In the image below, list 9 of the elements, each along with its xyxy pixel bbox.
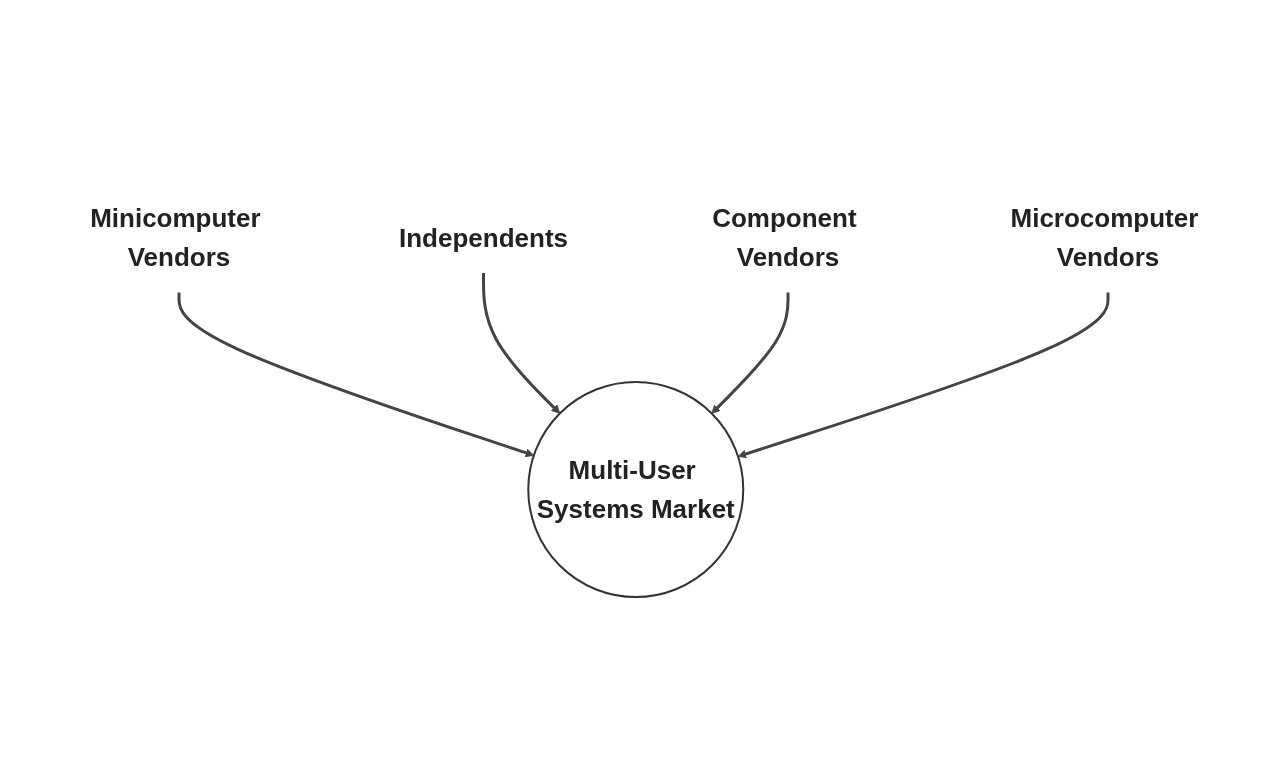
node-circle: Multi-User Systems Market: [527, 381, 745, 598]
arrow: [711, 292, 790, 414]
node-text: Microcomputer Vendors: [1010, 203, 1199, 272]
arrow: [177, 292, 535, 458]
node-text: Component Vendors: [712, 203, 857, 272]
arrow: [737, 292, 1110, 459]
arrow: [482, 272, 561, 414]
node-text: Independents: [398, 222, 568, 253]
node-text: Minicomputer Vendors: [90, 203, 261, 272]
